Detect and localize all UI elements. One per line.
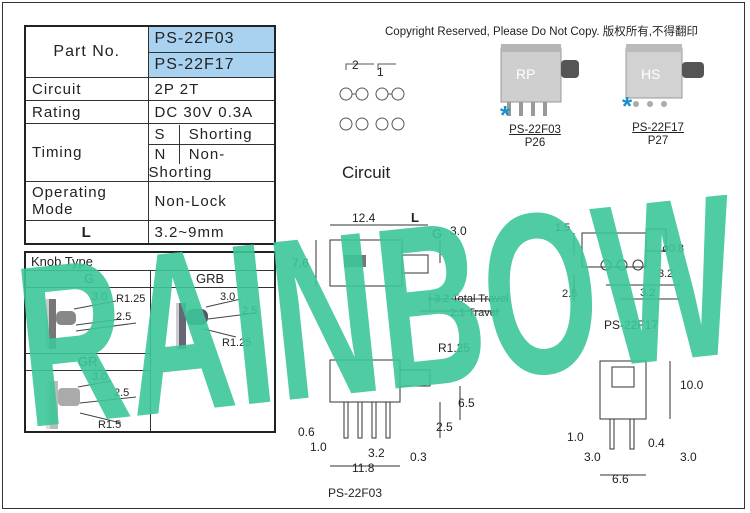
divider xyxy=(26,370,150,371)
divider xyxy=(26,287,274,288)
part-caption-page: P27 xyxy=(647,135,669,147)
dim: R1.25 xyxy=(116,293,146,305)
dim: 0.4 xyxy=(648,436,665,450)
timing-code-s: S xyxy=(149,124,180,144)
dim: 1.5 xyxy=(555,222,571,234)
part-number-1: PS-22F03 xyxy=(147,25,276,53)
ps-22f17-end-drawing xyxy=(599,360,671,476)
dim: R1.25 xyxy=(438,341,471,355)
dim: 3.0 xyxy=(584,450,601,464)
knob-g-label: G xyxy=(84,271,95,286)
ps-22f17-side-drawing xyxy=(573,228,680,301)
dim: 11.8 xyxy=(352,461,375,475)
l-value: 3.2~9mm xyxy=(147,220,276,245)
product-marking-hs: HS xyxy=(641,66,661,82)
dim: 3.0 xyxy=(92,371,108,383)
dim: 3.0 xyxy=(450,224,467,238)
circuit-label: Circuit xyxy=(24,77,149,101)
part-caption-f03: PS-22F03 P26 xyxy=(490,124,580,150)
dim: L xyxy=(411,210,419,225)
part-caption-name: PS-22F17 xyxy=(632,122,684,134)
dim: 2.1 Travel xyxy=(450,307,499,319)
timing-label: Timing xyxy=(24,123,149,182)
dim: 3.0 xyxy=(92,291,108,303)
timing-value-n: Non-Shorting xyxy=(148,146,226,181)
dim: 2.5 xyxy=(114,387,130,399)
caption-ps-22f17: PS-22F17 xyxy=(604,318,659,332)
dim: 3.2 xyxy=(658,268,674,280)
knob-grb-label: GRB xyxy=(196,271,225,286)
dim: 3.0 xyxy=(220,291,236,303)
dim: 0.6 xyxy=(298,425,315,439)
knob-grb-drawing xyxy=(176,298,257,349)
knob-type-title: Knob Type xyxy=(31,254,93,269)
dim: 0.3 xyxy=(410,450,427,464)
circuit-pole-1: 1 xyxy=(377,65,384,79)
dim: 2.5 xyxy=(242,305,258,317)
operating-mode-value: Non-Lock xyxy=(147,181,276,221)
product-ps-22f17-image xyxy=(625,44,704,107)
circuit-title: Circuit xyxy=(342,163,391,182)
part-caption-f17: PS-22F17 P27 xyxy=(613,122,703,148)
dim: 6.5 xyxy=(458,396,475,410)
page-frame xyxy=(2,2,745,509)
dim: 10.0 xyxy=(680,378,704,392)
product-ps-22f03-image xyxy=(500,44,579,116)
ps-22f03-front-drawing xyxy=(329,359,461,467)
dim: 3.2 xyxy=(368,446,385,460)
top-view-drawing xyxy=(315,224,500,312)
dim: 3.2 Total Travel xyxy=(434,293,509,305)
asterisk-icon: * xyxy=(500,100,511,130)
knob-drawings xyxy=(46,298,257,429)
knob-gr-drawing xyxy=(46,380,137,429)
dim: R1.5 xyxy=(98,419,122,431)
part-caption-page: P26 xyxy=(524,137,546,149)
part-number-2: PS-22F17 xyxy=(147,51,276,79)
timing-value-s: Shorting xyxy=(188,125,253,143)
asterisk-icon: * xyxy=(622,91,633,121)
dim: 1.0 xyxy=(310,440,327,454)
rating-value: DC 30V 0.3A xyxy=(147,100,276,124)
dim: G xyxy=(432,226,443,241)
dim: 3.0 xyxy=(680,450,697,464)
dim: 2.5 xyxy=(116,311,132,323)
product-marking-rp: RP xyxy=(516,66,536,82)
part-no-label: Part No. xyxy=(24,25,149,78)
dim: 6.6 xyxy=(612,472,629,486)
knob-g-drawing xyxy=(46,299,137,349)
knob-gr-label: GR xyxy=(78,354,98,369)
dim: 1.0 xyxy=(567,430,584,444)
timing-code-n: N xyxy=(149,145,180,164)
dim: 2.5 xyxy=(436,420,453,434)
caption-ps-22f03: PS-22F03 xyxy=(328,486,383,500)
divider xyxy=(150,270,151,431)
circuit-pole-2: 2 xyxy=(352,58,359,72)
divider xyxy=(26,353,150,354)
part-caption-name: PS-22F03 xyxy=(509,124,561,136)
circuit-diagram xyxy=(339,63,405,131)
dim: 12.4 xyxy=(352,211,376,225)
dim: 2.5 xyxy=(562,288,578,300)
knob-type-panel: Knob Type G GRB GR 3.0 R1.25 2.5 3. xyxy=(24,251,276,433)
spec-table: Part No. PS-22F03 PS-22F17 Circuit 2P 2T… xyxy=(24,25,276,245)
l-label: L xyxy=(24,220,149,245)
dim: ø0.8 xyxy=(662,243,685,255)
circuit-value: 2P 2T xyxy=(147,77,276,101)
dim: 3.2 xyxy=(640,287,656,299)
dim: 7.6 xyxy=(292,256,309,270)
dim: R1.25 xyxy=(222,337,252,349)
rating-label: Rating xyxy=(24,100,149,124)
copyright-notice: Copyright Reserved, Please Do Not Copy. … xyxy=(385,26,698,38)
operating-mode-label: Operating Mode xyxy=(24,181,149,221)
